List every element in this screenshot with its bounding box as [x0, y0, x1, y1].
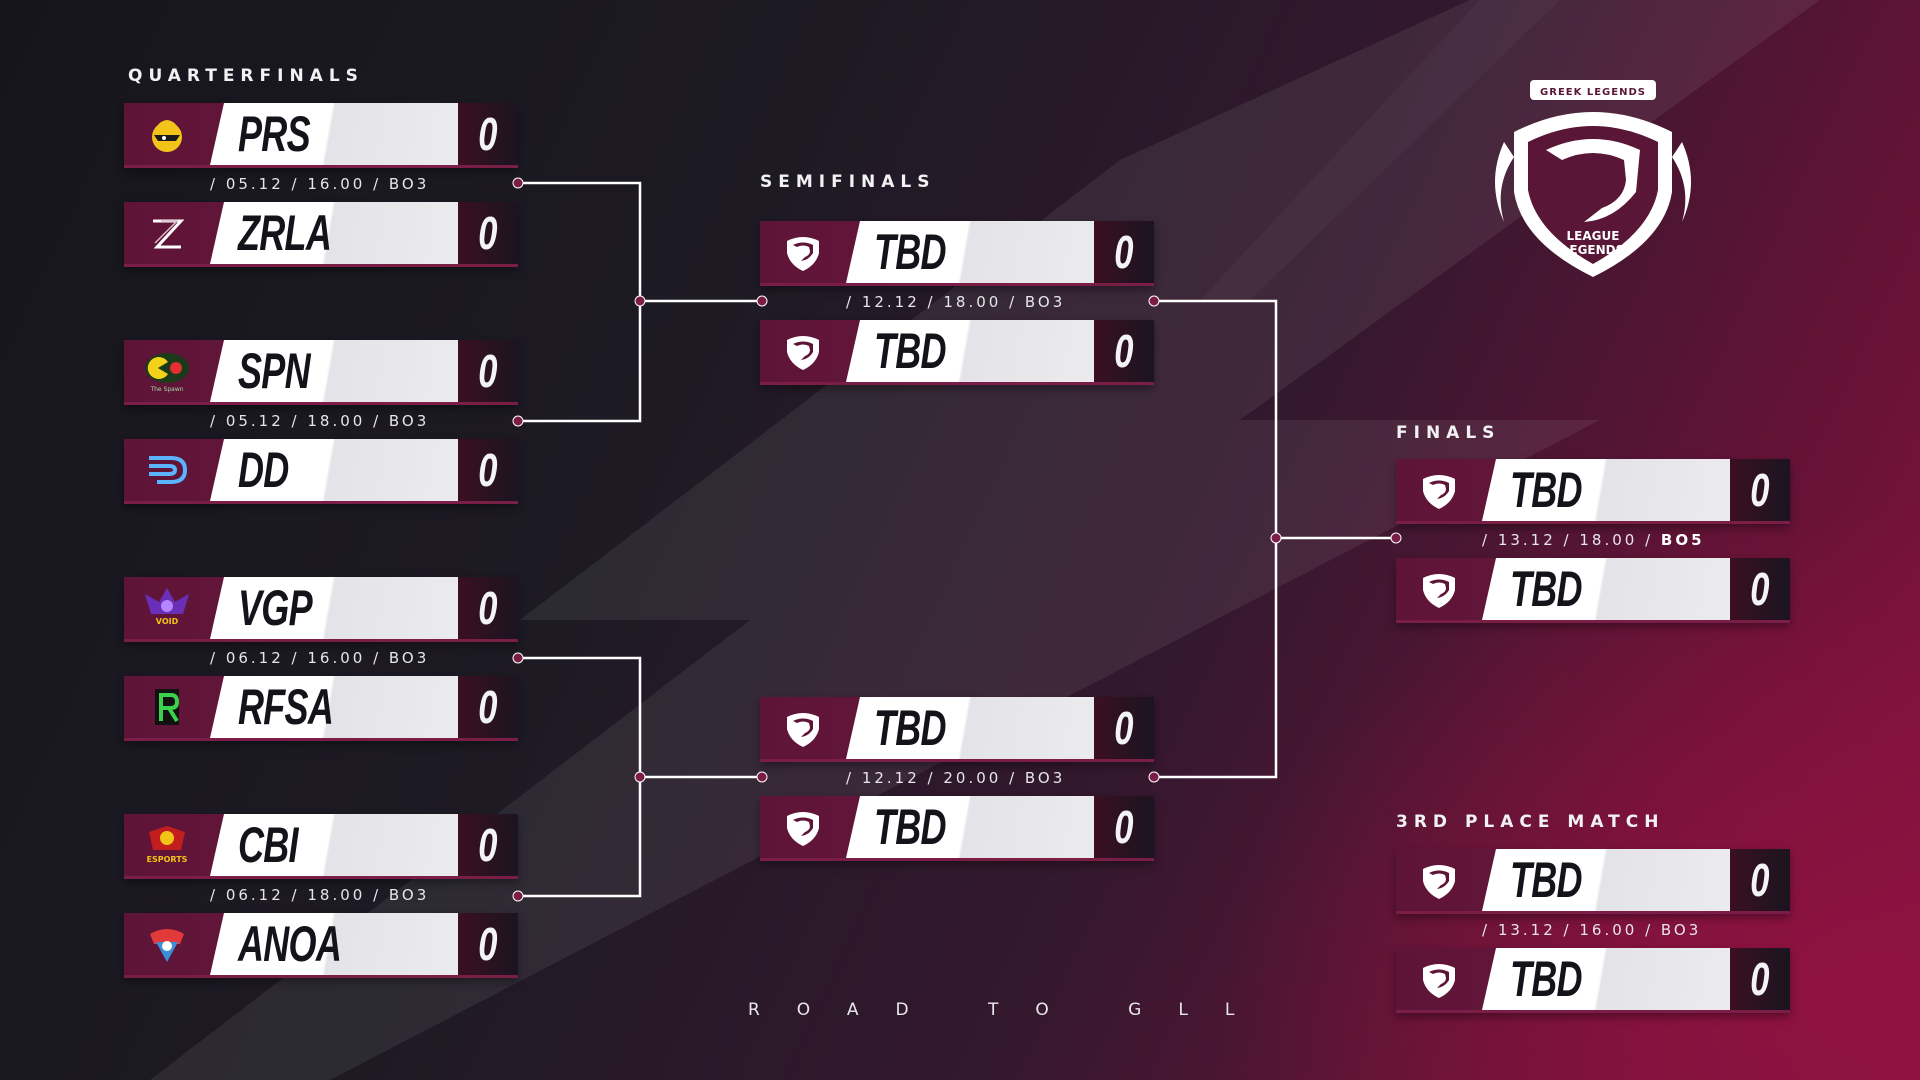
team-score: 0	[1730, 948, 1790, 1010]
team-name: ZRLA	[238, 205, 332, 261]
svg-text:ESPORTS: ESPORTS	[147, 855, 188, 864]
third-team-a[interactable]: TBD 0	[1396, 849, 1790, 914]
crest-line2: LEGENDS	[1562, 243, 1625, 257]
sf1-team-b[interactable]: TBD 0	[760, 320, 1154, 385]
league-icon	[760, 796, 846, 858]
qf4-team-b[interactable]: ANOA 0	[124, 913, 518, 978]
sf2-info: / 12.12 / 20.00 / BO3	[846, 769, 1066, 787]
team-name: TBD	[874, 700, 946, 756]
team-score: 0	[1730, 459, 1790, 521]
league-icon	[1396, 948, 1482, 1010]
team-score: 0	[458, 814, 518, 876]
greek-legends-crest-icon: GREEK LEGENDS LEAGUE LEGENDS	[1495, 80, 1691, 277]
team-name: TBD	[1510, 951, 1582, 1007]
sf2-team-a[interactable]: TBD 0	[760, 697, 1154, 762]
heading-third-place: 3RD PLACE MATCH	[1396, 812, 1665, 832]
final-info: / 13.12 / 18.00 / BO5	[1482, 531, 1705, 549]
cbi-icon: ESPORTS	[124, 814, 210, 876]
team-name: VGP	[238, 580, 312, 636]
qf1-team-b[interactable]: ZRLA 0	[124, 202, 518, 267]
league-icon	[760, 320, 846, 382]
bird-icon	[124, 103, 210, 165]
team-name: TBD	[874, 799, 946, 855]
crest-line1: LEAGUE	[1567, 229, 1620, 243]
team-name: RFSA	[238, 679, 334, 735]
team-score: 0	[458, 103, 518, 165]
team-score: 0	[1094, 697, 1154, 759]
team-score: 0	[458, 202, 518, 264]
sf2-team-b[interactable]: TBD 0	[760, 796, 1154, 861]
team-score: 0	[1730, 558, 1790, 620]
team-score: 0	[1094, 221, 1154, 283]
final-team-b[interactable]: TBD 0	[1396, 558, 1790, 623]
third-team-b[interactable]: TBD 0	[1396, 948, 1790, 1013]
heading-finals: FINALS	[1396, 423, 1501, 443]
void-icon: VOID	[124, 577, 210, 639]
sf1-info: / 12.12 / 18.00 / BO3	[846, 293, 1066, 311]
team-name: ANOA	[238, 916, 342, 972]
team-name: CBI	[238, 817, 298, 873]
qf3-info: / 06.12 / 16.00 / BO3	[210, 649, 430, 667]
league-icon	[760, 221, 846, 283]
team-name: PRS	[238, 106, 310, 162]
qf2-team-b[interactable]: DD 0	[124, 439, 518, 504]
league-icon	[1396, 558, 1482, 620]
qf2-info: / 05.12 / 18.00 / BO3	[210, 412, 430, 430]
team-name: TBD	[1510, 561, 1582, 617]
wolf-icon	[124, 913, 210, 975]
team-score: 0	[1094, 320, 1154, 382]
road-to-gll: ROAD TO GLL	[748, 1000, 1272, 1020]
qf4-team-a[interactable]: ESPORTS CBI 0	[124, 814, 518, 879]
team-score: 0	[458, 577, 518, 639]
team-score: 0	[458, 676, 518, 738]
qf2-team-a[interactable]: The Spawn SPN 0	[124, 340, 518, 405]
team-name: TBD	[874, 323, 946, 379]
svg-text:VOID: VOID	[156, 617, 179, 626]
r-icon	[124, 676, 210, 738]
team-name: TBD	[874, 224, 946, 280]
third-info: / 13.12 / 16.00 / BO3	[1482, 921, 1702, 939]
crest-top-text: GREEK LEGENDS	[1540, 87, 1646, 98]
qf4-info: / 06.12 / 18.00 / BO3	[210, 886, 430, 904]
team-score: 0	[458, 913, 518, 975]
league-icon	[1396, 459, 1482, 521]
team-score: 0	[1730, 849, 1790, 911]
team-name: TBD	[1510, 462, 1582, 518]
z-icon	[124, 202, 210, 264]
dd-icon	[124, 439, 210, 501]
svg-text:The Spawn: The Spawn	[149, 386, 183, 393]
qf3-team-a[interactable]: VOID VGP 0	[124, 577, 518, 642]
team-name: DD	[238, 442, 289, 498]
heading-quarterfinals: QUARTERFINALS	[128, 66, 364, 86]
team-score: 0	[458, 439, 518, 501]
team-name: TBD	[1510, 852, 1582, 908]
league-icon	[1396, 849, 1482, 911]
final-format: BO5	[1660, 531, 1705, 549]
league-icon	[760, 697, 846, 759]
team-name: SPN	[238, 343, 310, 399]
sf1-team-a[interactable]: TBD 0	[760, 221, 1154, 286]
team-score: 0	[1094, 796, 1154, 858]
qf1-info: / 05.12 / 16.00 / BO3	[210, 175, 430, 193]
pacman-icon: The Spawn	[124, 340, 210, 402]
team-score: 0	[458, 340, 518, 402]
final-team-a[interactable]: TBD 0	[1396, 459, 1790, 524]
qf1-team-a[interactable]: PRS 0	[124, 103, 518, 168]
qf3-team-b[interactable]: RFSA 0	[124, 676, 518, 741]
heading-semifinals: SEMIFINALS	[760, 172, 936, 192]
